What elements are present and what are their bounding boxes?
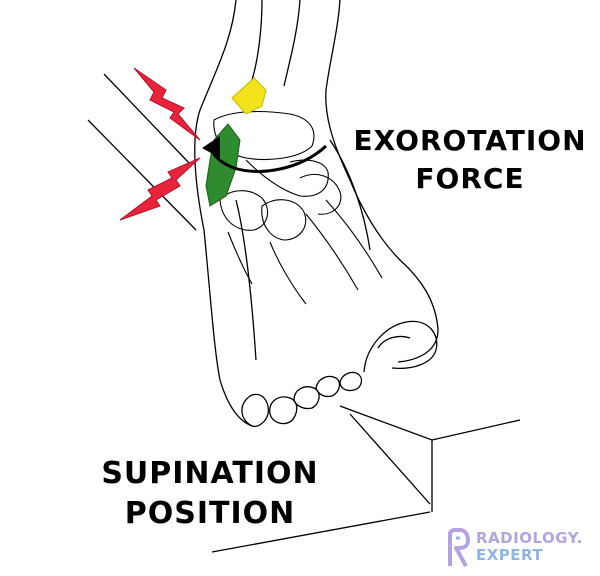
ligament-green xyxy=(205,123,241,207)
supination-position-label: SUPINATION POSITION xyxy=(70,454,350,534)
lightning-bolt-icon xyxy=(133,67,201,141)
radiology-expert-logo-icon xyxy=(448,528,470,567)
position-label-line2: POSITION xyxy=(124,496,296,531)
foot-outline xyxy=(194,0,439,428)
rotation-arrow-icon xyxy=(202,136,328,173)
force-label-line2: FORCE xyxy=(415,162,525,195)
position-label-line1: SUPINATION xyxy=(101,456,319,491)
logo-line1: RADIOLOGY. xyxy=(476,529,583,547)
exorotation-force-label: EXOROTATION FORCE xyxy=(340,122,600,198)
force-label-line1: EXOROTATION xyxy=(353,124,587,157)
ankle-bones xyxy=(213,111,383,305)
ligament-yellow xyxy=(231,77,267,115)
lightning-bolt-icon xyxy=(119,157,201,221)
platform xyxy=(87,73,521,553)
logo-line2: EXPERT xyxy=(476,546,544,564)
radiology-expert-logo: RADIOLOGY. EXPERT xyxy=(446,528,598,572)
